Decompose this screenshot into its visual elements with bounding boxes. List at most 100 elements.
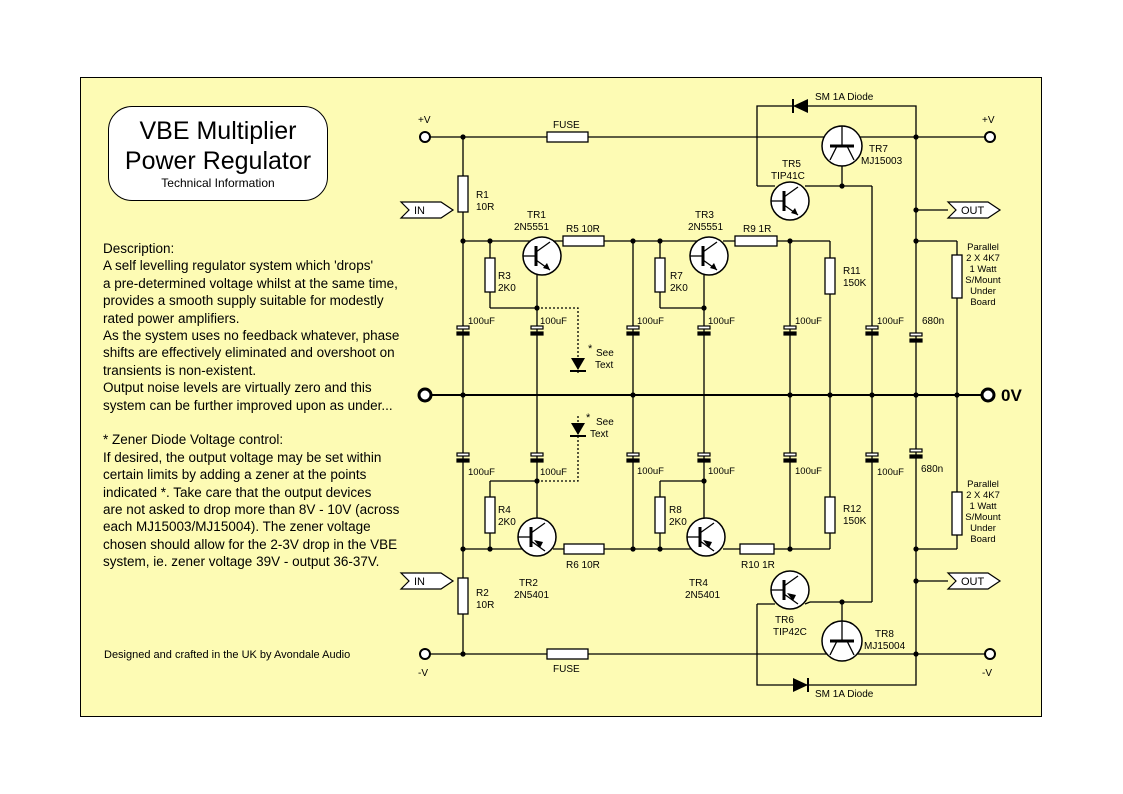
resistor-label: R9 1R <box>743 224 771 235</box>
capacitor <box>626 452 640 457</box>
resistor-label: R10 1R <box>741 560 775 571</box>
capacitor <box>530 331 544 336</box>
wire <box>530 522 546 534</box>
transistor-arrow <box>703 540 712 548</box>
parallel-note: Under <box>970 286 996 297</box>
wire <box>829 640 838 656</box>
junction-dot <box>701 305 707 311</box>
output-arrow <box>946 201 1002 219</box>
junction-dot <box>487 546 493 552</box>
input-arrow-label: IN <box>414 205 425 217</box>
capacitor-label: 100uF <box>468 467 495 478</box>
resistor <box>734 235 778 247</box>
capacitor <box>697 325 711 330</box>
diode <box>793 678 808 692</box>
capacitor <box>626 325 640 330</box>
description-line: rated power amplifiers. <box>103 310 240 326</box>
resistor <box>546 131 589 143</box>
junction-dot <box>913 392 919 398</box>
capacitor-label: 100uF <box>637 316 664 327</box>
wire <box>783 186 799 198</box>
junction-dot <box>460 134 466 140</box>
capacitor <box>530 325 544 330</box>
description-line: system, ie. zener voltage 39V - output 3… <box>103 554 380 570</box>
transistor-label: TR3 <box>695 210 714 221</box>
parallel-note: 1 Watt <box>969 501 996 512</box>
input-arrow <box>399 201 455 219</box>
zener-diode <box>571 358 585 370</box>
diode <box>793 99 808 113</box>
transistor-arrow <box>543 263 550 270</box>
credit-text: Designed and crafted in the UK by Avonda… <box>104 649 351 661</box>
wire <box>702 241 718 253</box>
wire <box>783 575 799 587</box>
capacitor <box>865 331 879 336</box>
resistor-label: 150K <box>843 516 867 527</box>
capacitor-label: 100uF <box>877 467 904 478</box>
transistor-label: TIP42C <box>773 627 807 638</box>
junction-dot <box>869 392 875 398</box>
rail-label-minus: -V <box>982 668 992 679</box>
resistor-label: R6 10R <box>566 560 600 571</box>
capacitor <box>626 458 640 463</box>
resistor-label: R1 <box>476 190 489 201</box>
rail-label-ground: 0V <box>1001 386 1022 405</box>
parallel-note: Parallel <box>967 479 999 490</box>
capacitor <box>456 325 470 330</box>
transistor-label: 2N5551 <box>688 222 723 233</box>
resistor <box>484 257 496 293</box>
resistor-label: R4 <box>498 505 511 516</box>
junction-dot <box>487 238 493 244</box>
junction-dot <box>913 134 919 140</box>
resistor-label: R3 <box>498 271 511 282</box>
capacitor <box>865 452 879 457</box>
description-line: If desired, the output voltage may be se… <box>103 449 382 465</box>
fuse-label: FUSE <box>553 120 580 131</box>
capacitor-label: 100uF <box>708 466 735 477</box>
parallel-note: Board <box>970 534 995 545</box>
description-text: Description:A self levelling regulator s… <box>103 240 433 571</box>
capacitor <box>456 331 470 336</box>
capacitor <box>530 458 544 463</box>
transistor-arrow <box>710 263 717 270</box>
capacitor <box>865 458 879 463</box>
terminal <box>417 387 433 403</box>
rail-label-plus: +V <box>418 115 431 126</box>
junction-dot <box>954 392 960 398</box>
parallel-note: 2 X 4K7 <box>966 253 1000 264</box>
rail-label-plus: +V <box>982 115 995 126</box>
description-line: provides a smooth supply suitable for mo… <box>103 293 384 309</box>
capacitor-label: 100uF <box>540 467 567 478</box>
junction-dot <box>460 392 466 398</box>
wire <box>699 540 715 552</box>
zener-note: See <box>596 417 614 428</box>
resistor-label: 2K0 <box>669 517 687 528</box>
junction-dot <box>827 392 833 398</box>
capacitor-label: 100uF <box>795 316 822 327</box>
terminal <box>984 648 996 660</box>
capacitor <box>456 458 470 463</box>
capacitor-label: 680n <box>922 316 944 327</box>
description-line: indicated *. Take care that the output d… <box>103 484 372 500</box>
zener-note: Text <box>595 360 614 371</box>
description-line: Description: <box>103 241 175 256</box>
transistor-label: TR2 <box>519 578 538 589</box>
transistor-label: TR6 <box>775 615 794 626</box>
wire <box>756 654 917 686</box>
junction-dot <box>913 578 919 584</box>
resistor-label: 2K0 <box>498 517 516 528</box>
wire <box>846 145 855 161</box>
junction-dot <box>913 651 919 657</box>
terminal <box>419 131 431 143</box>
resistor <box>824 257 836 295</box>
capacitor-label: 100uF <box>637 466 664 477</box>
wire <box>829 145 838 161</box>
description-line: chosen should allow for the 2-3V drop in… <box>103 536 398 552</box>
terminal <box>980 387 996 403</box>
resistor <box>457 175 469 213</box>
title-box: VBE Multiplier Power Regulator Technical… <box>108 106 328 201</box>
description-line: are not asked to drop more than 8V - 10V… <box>103 502 400 518</box>
diode-label: SM 1A Diode <box>815 689 874 700</box>
resistor-label: 2K0 <box>670 283 688 294</box>
output-arrow <box>946 572 1002 590</box>
